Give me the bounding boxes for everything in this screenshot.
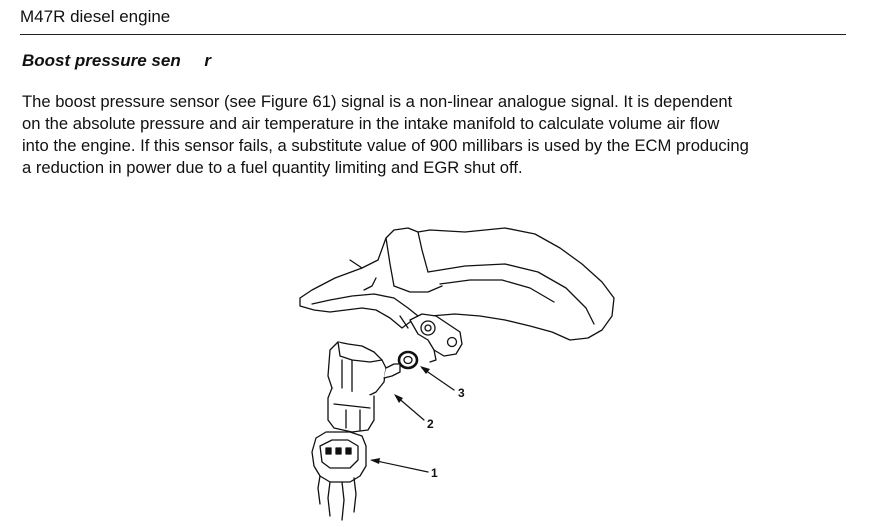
body-paragraph-line: The boost pressure sensor (see Figure 61… bbox=[22, 92, 733, 111]
connector-drawing bbox=[311, 431, 367, 521]
page-header: M47R diesel engine bbox=[20, 6, 846, 35]
callout-2-arrowhead bbox=[394, 394, 403, 403]
callout-3-arrowhead bbox=[420, 366, 430, 374]
body-paragraph-line: a reduction in power due to a fuel quant… bbox=[22, 158, 523, 177]
callout-1-arrowhead bbox=[370, 458, 380, 464]
callout-leaders bbox=[371, 367, 455, 473]
boost-pressure-sensor-figure: 1 2 3 bbox=[290, 220, 630, 527]
page-header-title: M47R diesel engine bbox=[20, 7, 171, 26]
body-paragraph-line: into the engine. If this sensor fails, a… bbox=[22, 136, 749, 155]
section-heading: Boost pressure sen r bbox=[22, 51, 211, 70]
sealing-ring-drawing bbox=[397, 350, 419, 370]
body-paragraph: The boost pressure sensor (see Figure 61… bbox=[22, 91, 848, 179]
body-paragraph-line: on the absolute pressure and air tempera… bbox=[22, 114, 720, 133]
intake-manifold-drawing bbox=[299, 227, 615, 341]
mounting-bracket-drawing bbox=[409, 313, 463, 363]
sensor-body-drawing bbox=[327, 341, 401, 433]
callout-label-2: 2 bbox=[427, 417, 434, 431]
sensor-illustration bbox=[299, 227, 615, 521]
callout-label-1: 1 bbox=[431, 466, 438, 480]
callout-label-3: 3 bbox=[458, 386, 465, 400]
